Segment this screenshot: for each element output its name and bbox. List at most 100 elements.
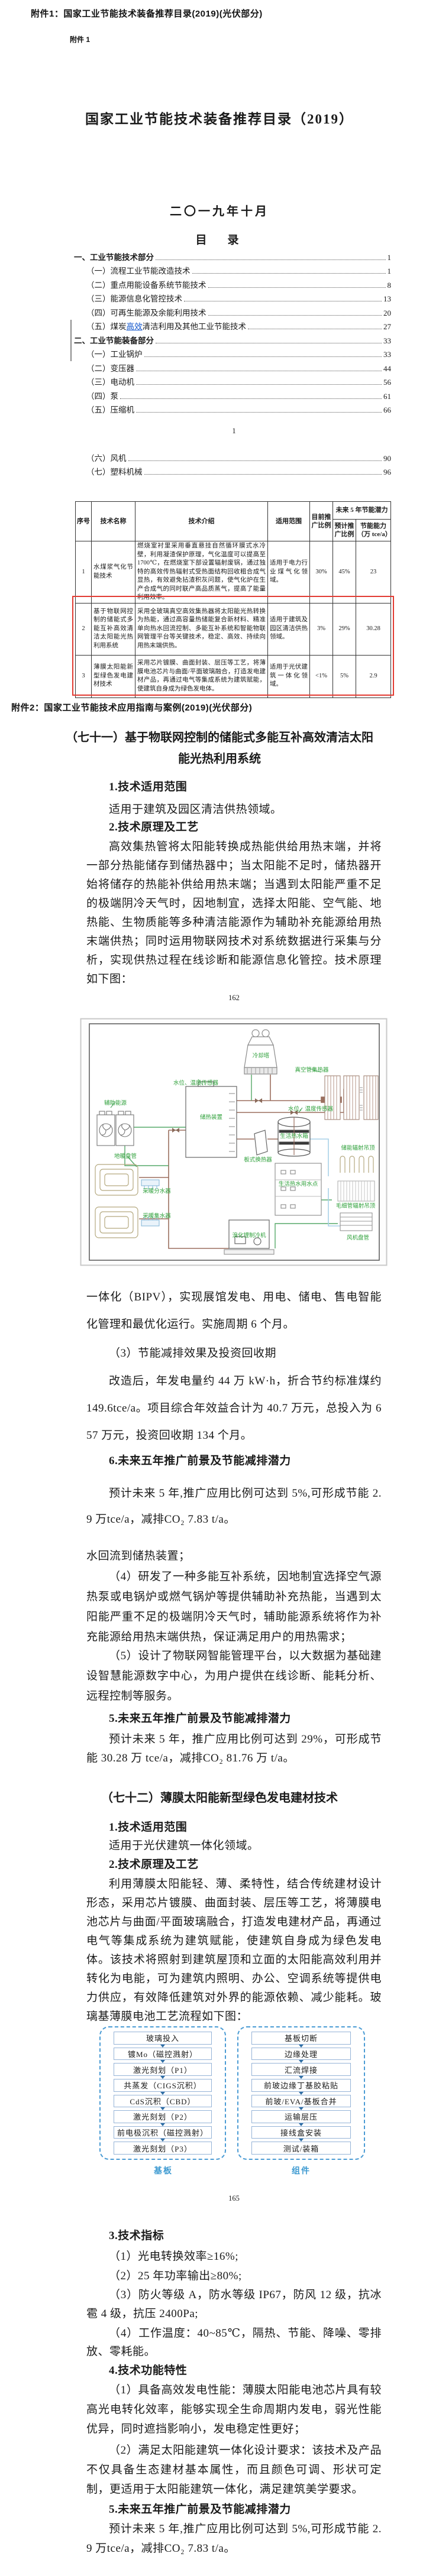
toc-dotted-leader bbox=[156, 259, 386, 260]
toc-entry-label: （四）泵 bbox=[86, 391, 118, 401]
aux-energy-units bbox=[96, 1101, 134, 1146]
cooling-tower bbox=[244, 1029, 277, 1075]
toc-entry-label: 二、工业节能装备部分 bbox=[74, 336, 154, 345]
cell-name: 水煤浆气化节能技术 bbox=[91, 541, 135, 604]
sec71-h3: （3）节能减排效果及投资回收期 bbox=[109, 1347, 277, 1360]
system-diagram: 冷却塔真空管集热器水位、温度传感器辅助能源储热装置水位、温度传感器生活热水箱板式… bbox=[80, 1018, 388, 1266]
col-header-current: 目前推广比例 bbox=[309, 501, 333, 541]
sec72-f1: （1）具备高效发电性能：薄膜太阳能电池芯片具有较高光电转化效率，能够实现全生命周… bbox=[86, 2384, 382, 2435]
supply-manifold-label: 采暖分水器 bbox=[143, 1189, 171, 1195]
toc-entry-page: 66 bbox=[383, 405, 391, 414]
page-number-1: 1 bbox=[232, 427, 236, 435]
flow-down-arrow-icon bbox=[160, 2091, 165, 2095]
green-pipes bbox=[124, 1075, 338, 1248]
toc-entry-page: 8 bbox=[387, 280, 392, 290]
toc-entry-page: 1 bbox=[387, 252, 392, 262]
cell-capacity: 30.28 bbox=[356, 602, 391, 656]
flow-down-arrow-icon bbox=[160, 2060, 165, 2064]
valve-icons bbox=[172, 1098, 298, 1133]
toc-entry-page: 90 bbox=[383, 453, 391, 463]
cell-no: 3 bbox=[75, 654, 92, 698]
toc-entry-label: （五）压缩机 bbox=[86, 405, 134, 414]
catalog-table-wrap: 序号 技术名称 技术介绍 适用范围 目前推广比例 未来 5 年节能潜力 预计推广… bbox=[75, 501, 392, 698]
sec72-f2: （2）满足太阳能建筑一体化设计要求：该技术及产品不仅具备生态建材基本属性，而且颜… bbox=[86, 2444, 382, 2496]
toc-dotted-leader bbox=[136, 412, 382, 413]
cell-current: 3% bbox=[309, 602, 333, 656]
sensor1-label: 水位、温度传感器 bbox=[173, 1081, 218, 1086]
toc-entry-label: （二）重点用能设备系统节能技术 bbox=[86, 280, 206, 290]
toc-dotted-leader bbox=[120, 398, 382, 399]
attachment1-header: 附件1：国家工业节能技术装备推荐目录(2019)(光伏部分) bbox=[31, 9, 263, 19]
system-diagram-drawing bbox=[80, 1018, 388, 1266]
toc-entry-page: 56 bbox=[383, 378, 391, 387]
toc-entry-label: （五）煤炭 bbox=[86, 322, 127, 331]
flow-step-module: 前玻/EVA/基板合并 bbox=[251, 2094, 351, 2108]
sec71-p6: 预计未来 5 年,推广应用比例可达到 5%,可形成节能 2.9 万tce/a，减… bbox=[86, 1487, 382, 1526]
toc-entry-label: （七）塑料机械 bbox=[86, 468, 143, 476]
flowchart-module-label: 组件 bbox=[292, 2166, 311, 2175]
cooling-tower-label: 冷却塔 bbox=[252, 1053, 270, 1059]
section72-heading: （七十二）薄膜太阳能新型绿色发电建材技术 bbox=[101, 1792, 338, 1805]
fan-coil-unit bbox=[340, 1212, 373, 1231]
attachment2-header: 附件2：国家工业节能技术应用指南与案例(2019)(光伏部分) bbox=[11, 703, 253, 713]
flow-step-substrate: 激光刻划（P3） bbox=[114, 2142, 212, 2155]
sec72-h5: 5.未来五年推广前景及节能减排潜力 bbox=[109, 2503, 291, 2516]
toc-entry-page: 1 bbox=[387, 267, 392, 275]
col-header-no: 序号 bbox=[75, 501, 92, 541]
toc-entry-label: （四）可再生能源及余能利用技术 bbox=[86, 308, 206, 317]
revision-bar bbox=[70, 320, 72, 361]
cell-expected: 5% bbox=[333, 654, 356, 698]
toc-entry-page: 13 bbox=[383, 294, 391, 303]
toc-dotted-leader bbox=[144, 356, 382, 357]
col-header-scope: 适用范围 bbox=[267, 501, 310, 541]
toc-entry-link[interactable]: 高效 bbox=[126, 322, 143, 331]
hot-water-tank bbox=[277, 1107, 311, 1157]
sec72-i3: （3）防火等级 A，防水等级 IP67，防风 12 级，抗冰雹 4 级，抗压 2… bbox=[86, 2289, 382, 2320]
toc-entry: （四）可再生能源及余能利用技术 20 bbox=[74, 304, 391, 319]
sec71-frag2: 水回流到储热装置； bbox=[86, 1550, 191, 1562]
col-header-capacity: 节能能力（万 tce/a） bbox=[356, 519, 392, 541]
sec71-p1: 适用于建筑及园区清洁供热领域。 bbox=[109, 803, 282, 816]
toc-dotted-leader bbox=[136, 384, 382, 385]
sec71-p2: 高效集热管将太阳能转换成热能供给用热末端，并将一部分热能储存到储热器中；当太阳能… bbox=[86, 841, 382, 985]
flow-down-arrow-icon bbox=[299, 2060, 304, 2064]
flow-step-module: 接线盒安装 bbox=[251, 2126, 351, 2139]
flow-down-arrow-icon bbox=[299, 2091, 304, 2095]
flow-step-substrate: 激光刻划（P1） bbox=[114, 2063, 212, 2076]
cell-name: 薄膜太阳能新型绿色发电建材技术 bbox=[91, 654, 135, 698]
chiller-unit bbox=[224, 1219, 275, 1255]
sec71-h6: 6.未来五年推广前景及节能减排潜力 bbox=[109, 1455, 291, 1467]
cell-scope: 适用于建筑及园区清洁供热领域。 bbox=[267, 602, 310, 656]
attachment1-label: 附件 1 bbox=[70, 35, 91, 44]
aux-energy-label: 辅助能源 bbox=[104, 1101, 127, 1107]
sec71-p4: （4）研发了一种多能互补系统，因地制宜选择空气源热泵或电锅炉或燃气锅炉等提供辅助… bbox=[86, 1571, 382, 1643]
flowchart-module-column: 基板切断边缘处理汇流焊接前玻边缘丁基胶粘贴前玻/EVA/基板合并运输层压接线盒安… bbox=[237, 2026, 365, 2160]
flow-down-arrow-icon bbox=[160, 2139, 165, 2142]
sec71-h1: 1.技术适用范围 bbox=[109, 781, 188, 793]
radiant-ceiling-coil bbox=[340, 1156, 374, 1173]
cell-current: 30% bbox=[309, 541, 333, 604]
vacuum-collectors bbox=[309, 1068, 379, 1120]
col-header-intro: 技术介绍 bbox=[135, 501, 268, 541]
toc-entry-page: 96 bbox=[383, 468, 391, 476]
plate-hx-label: 板式换热器 bbox=[244, 1157, 272, 1163]
chiller-label: 溴化锂制冷机 bbox=[232, 1233, 266, 1239]
floor-coils bbox=[95, 1164, 138, 1238]
sec71-p5: （5）设计了物联网智能管理平台，以大数据为基础建设智慧能源数字中心，为用户提供在… bbox=[86, 1650, 382, 1702]
flow-down-arrow-icon bbox=[160, 2123, 165, 2126]
toc-title: 目 录 bbox=[195, 234, 244, 246]
toc-entry-page: 20 bbox=[383, 308, 391, 317]
flow-step-substrate: 前电极沉积（磁控溅射） bbox=[114, 2126, 212, 2139]
flow-step-module: 测试/装箱 bbox=[251, 2142, 351, 2155]
manifolds bbox=[141, 1179, 160, 1227]
sec71-p7: 预计未来 5 年，推广应用比例可达到 29%，可形成节能 30.28 万 tce… bbox=[86, 1733, 382, 1764]
flow-down-arrow-icon bbox=[160, 2044, 165, 2048]
